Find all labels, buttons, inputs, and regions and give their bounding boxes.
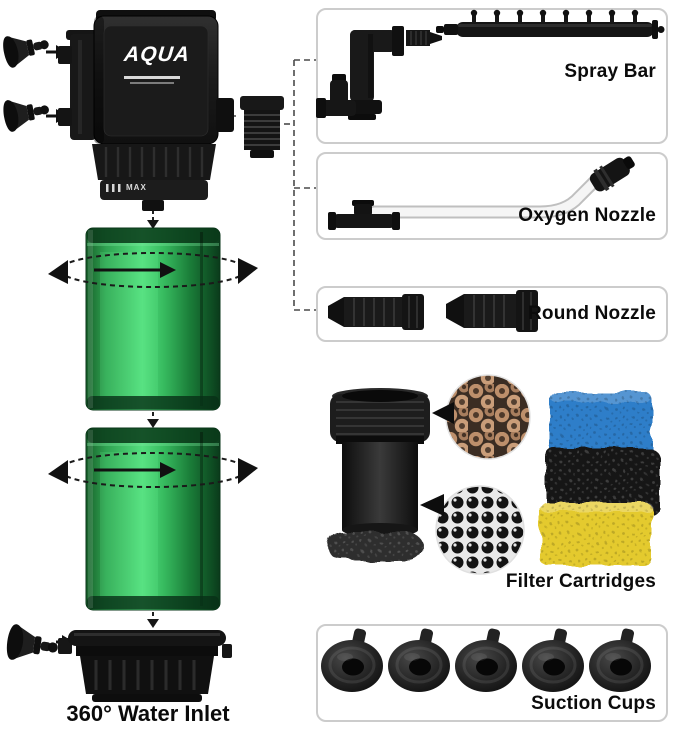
round-nozzle-left xyxy=(328,294,424,330)
callout-box-round-nozzle xyxy=(316,286,668,342)
oxygen-nozzle-tip xyxy=(589,156,635,192)
sponge-blue xyxy=(550,392,652,458)
sponge-black xyxy=(546,448,658,514)
round-nozzle-right xyxy=(446,290,538,332)
filter-canister-bottom xyxy=(85,427,221,611)
cartridge-tube xyxy=(330,388,430,537)
suction-cup xyxy=(319,626,385,694)
pump-flow-marking: MAX xyxy=(126,183,147,192)
suction-cup xyxy=(386,626,452,694)
oxygen-tube xyxy=(367,172,604,219)
intake-base xyxy=(58,630,232,702)
callout-box-oxygen-nozzle xyxy=(316,152,668,240)
mounting-bracket xyxy=(58,30,98,140)
arrow-icon xyxy=(420,402,454,516)
callout-box-suction-cups xyxy=(316,624,668,722)
label-oxygen-nozzle: Oxygen Nozzle xyxy=(518,205,656,226)
label-suction-cups: Suction Cups xyxy=(531,693,656,714)
ceramic-rings-media xyxy=(445,374,531,460)
barb-connector xyxy=(406,30,442,46)
filter-canister-top xyxy=(85,227,221,411)
pump-head xyxy=(92,10,234,211)
arrow-icon xyxy=(46,45,74,649)
suction-cup xyxy=(1,93,52,133)
label-filter-cartridges: Filter Cartridges xyxy=(505,571,656,592)
tee-fitting xyxy=(328,200,400,230)
sponge-yellow xyxy=(540,502,652,566)
suction-cup xyxy=(587,626,653,694)
elbow-fitting-small xyxy=(316,74,356,118)
brand-logo: AQUA xyxy=(122,43,192,66)
sponge-disc xyxy=(328,532,422,560)
assembly-arrows xyxy=(147,210,159,628)
spray-bar-part xyxy=(436,9,665,39)
suction-cup xyxy=(453,626,519,694)
label-spray-bar: Spray Bar xyxy=(564,61,656,82)
callout-box-spray-bar xyxy=(316,8,668,144)
suction-cup xyxy=(520,626,586,694)
suction-cup xyxy=(0,28,52,69)
rotation-arrows xyxy=(48,252,258,288)
rotation-arrows xyxy=(48,452,258,488)
bio-balls-media xyxy=(435,485,525,575)
outlet-coupler xyxy=(240,96,284,158)
label-water-inlet: 360° Water Inlet xyxy=(66,701,230,726)
suction-cup xyxy=(4,623,61,666)
label-round-nozzle: Round Nozzle xyxy=(528,303,656,324)
